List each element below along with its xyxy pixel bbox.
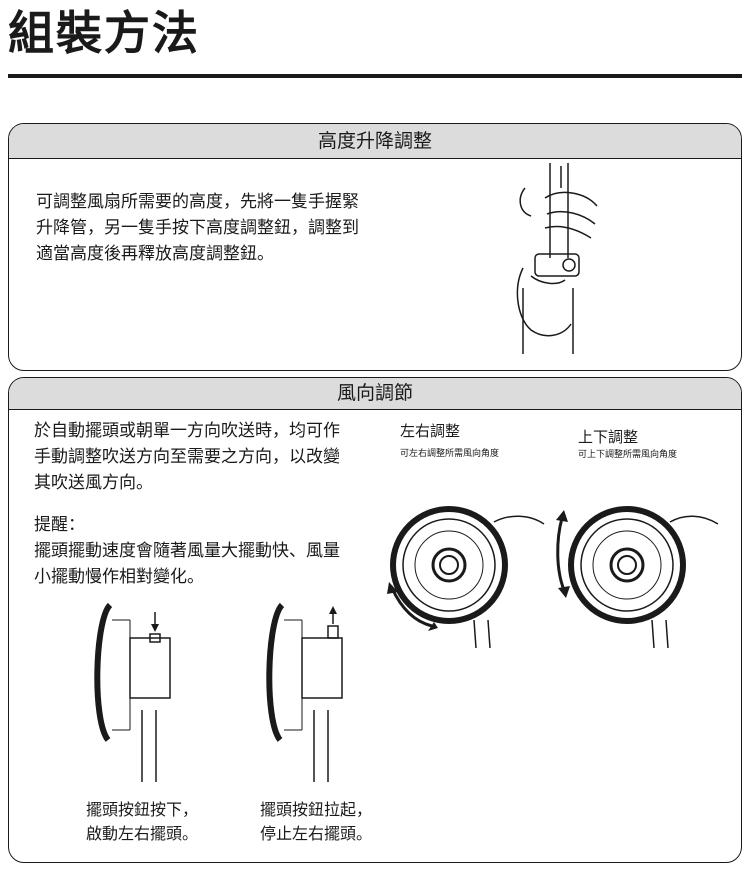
reminder-block: 提醒： 擺頭擺動速度會隨著風量大擺動快、風量 小擺動慢作相對變化。 bbox=[34, 512, 340, 590]
reminder-title: 提醒： bbox=[34, 515, 85, 535]
intro-line: 於自動擺頭或朝單一方向吹送時，均可作 bbox=[34, 421, 340, 441]
up-down-desc: 可上下調整所需風向角度 bbox=[578, 450, 678, 460]
caption-press-button: 擺頭按鈕按下， 啟動左右擺頭。 bbox=[86, 798, 198, 846]
height-pole-illustration bbox=[516, 163, 598, 354]
title-divider bbox=[8, 74, 742, 78]
fan-button-pulled-illustration bbox=[266, 602, 343, 782]
direction-adjust-header: 風向調節 bbox=[9, 378, 741, 410]
caption-pull-button: 擺頭按鈕拉起， 停止左右擺頭。 bbox=[260, 798, 372, 846]
direction-intro: 於自動擺頭或朝單一方向吹送時，均可作 手動調整吹送方向至需要之方向，以改變 其吹… bbox=[34, 418, 340, 496]
caption-line: 擺頭按鈕拉起， bbox=[260, 800, 373, 819]
fan-left-right-illustration bbox=[387, 506, 545, 649]
height-adjust-instructions: 可調整風扇所需要的高度，先將一隻手握緊 升降管，另一隻手按下高度調整鈕，調整到 … bbox=[36, 189, 359, 267]
caption-line: 啟動左右擺頭。 bbox=[86, 824, 199, 843]
instruction-line: 適當高度後再釋放高度調整鈕。 bbox=[36, 244, 274, 264]
reminder-line: 小擺動慢作相對變化。 bbox=[34, 567, 204, 587]
intro-line: 手動調整吹送方向至需要之方向，以改變 bbox=[34, 447, 340, 467]
instruction-line: 可調整風扇所需要的高度，先將一隻手握緊 bbox=[36, 192, 359, 212]
instruction-line: 升降管，另一隻手按下高度調整鈕，調整到 bbox=[36, 218, 359, 238]
fan-up-down-illustration bbox=[556, 506, 719, 649]
reminder-line: 擺頭擺動速度會隨著風量大擺動快、風量 bbox=[34, 541, 340, 561]
page-title: 組裝方法 bbox=[8, 6, 200, 60]
caption-line: 擺頭按鈕按下， bbox=[86, 800, 199, 819]
fan-button-pressed-illustration bbox=[94, 602, 171, 782]
up-down-title: 上下調整 bbox=[578, 428, 639, 446]
intro-line: 其吹送風方向。 bbox=[34, 473, 153, 493]
caption-line: 停止左右擺頭。 bbox=[260, 824, 373, 843]
left-right-desc: 可左右調整所需風向角度 bbox=[400, 449, 500, 459]
height-adjust-panel: 高度升降調整 bbox=[8, 123, 742, 371]
left-right-title: 左右調整 bbox=[400, 422, 461, 440]
height-adjust-header: 高度升降調整 bbox=[9, 124, 741, 159]
direction-adjust-panel: 風向調節 bbox=[8, 377, 742, 863]
